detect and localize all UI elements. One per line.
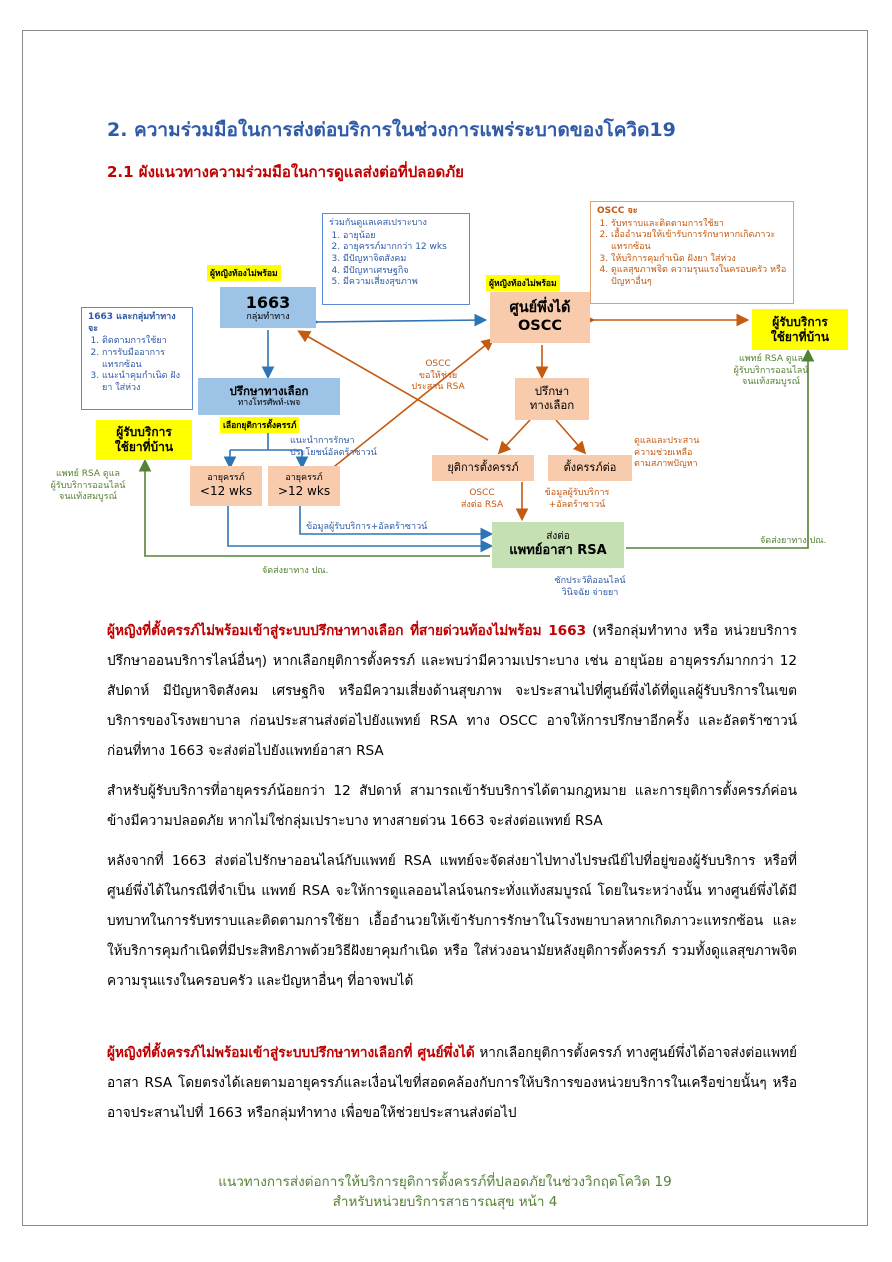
note-vulnerable-title: ร่วมกันดูแลเคสเปราะบาง <box>329 218 427 228</box>
node-client-right-line2: ใช้ยาที่บ้าน <box>770 329 830 344</box>
node-client-right-line1: ผู้รับบริการ <box>772 314 828 329</box>
label-continue-care: ดูแลและประสาน ความช่วยเหลือ ตามสภาพปัญหา <box>634 436 700 470</box>
node-1663-title: 1663 <box>245 292 291 312</box>
node-ga-under-12: อายุครรภ์ <12 wks <box>190 466 262 506</box>
label-rsa-care-left: แพทย์ RSA ดูแล ผู้รับบริการออนไลน์ จนแท้… <box>50 469 126 503</box>
node-consult-subtitle: ทางโทรศัพท์-เพจ <box>237 398 301 409</box>
label-ship-post-left: จัดส่งยาทาง ปณ. <box>262 566 329 576</box>
list-item: ติดตามการใช้ยา <box>102 336 186 348</box>
subsection-heading: 2.1 ผังแนวทางความร่วมมือในการดูแลส่งต่อท… <box>107 163 464 181</box>
label-client-info-oscc: ข้อมูลผู้รับบริการ +อัลตร้าซาวน์ <box>544 488 610 510</box>
list-item: แนะนำคุมกำเนิด ฝังยา ใส่ห่วง <box>102 371 186 394</box>
label-ship-post-right: จัดส่งยาทาง ปณ. <box>760 536 827 546</box>
node-ga-under-12-label: อายุครรภ์ <box>207 473 245 484</box>
paragraph-1663-lead: ผู้หญิงที่ตั้งครรภ์ไม่พร้อมเข้าสู่ระบบปร… <box>107 623 587 639</box>
node-oscc: ศูนย์พึ่งได้ OSCC <box>490 292 590 343</box>
paragraph-oscc-lead: ผู้หญิงที่ตั้งครรภ์ไม่พร้อมเข้าสู่ระบบปร… <box>107 1045 475 1061</box>
page-footer: แนวทางการส่งต่อการให้บริการยุติการตั้งคร… <box>150 1172 740 1212</box>
node-client-left-line1: ผู้รับบริการ <box>116 425 172 439</box>
node-consult2-line2: ทางเลือก <box>529 398 575 412</box>
node-oscc-subtitle: OSCC <box>517 317 563 334</box>
paragraph-1663-pathway: ผู้หญิงที่ตั้งครรภ์ไม่พร้อมเข้าสู่ระบบปร… <box>107 616 797 766</box>
node-rsa-line2: แพทย์อาสา RSA <box>509 543 607 559</box>
tag-choose-termination: เลือกยุติการตั้งครรภ์ <box>220 417 300 433</box>
label-online-history: ซักประวัติออนไลน์ วินิจฉัย จ่ายยา <box>554 576 626 598</box>
footer-page-info: สำหรับหน่วยบริการสาธารณสุข หน้า 4 <box>332 1194 558 1210</box>
list-item: อายุครรภ์มากกว่า 12 wks <box>343 242 463 254</box>
tag-unready-woman-right: ผู้หญิงท้องไม่พร้อม <box>486 275 560 291</box>
label-rsa-care-right: แพทย์ RSA ดูแล ผู้รับบริการออนไลน์ จนแท้… <box>733 354 809 388</box>
node-terminate-pregnancy: ยุติการตั้งครรภ์ <box>432 455 534 481</box>
list-item: รับทราบและติดตามการใช้ยา <box>611 219 787 231</box>
list-item: การรับมืออาการแทรกซ้อน <box>102 348 186 371</box>
node-ga-over-12-label: อายุครรภ์ <box>285 473 323 484</box>
paragraph-after-referral: หลังจากที่ 1663 ส่งต่อไปรักษาออนไลน์กับแ… <box>107 853 797 989</box>
label-oscc-request-rsa: OSCC ขอให้ช่วย ประสาน RSA <box>411 359 465 393</box>
note-oscc-list: รับทราบและติดตามการใช้ยา เอื้ออำนวยให้เข… <box>597 219 787 289</box>
paragraph-1663-body: (หรือกลุ่มทำทาง หรือ หน่วยบริการปรึกษาออ… <box>107 623 797 759</box>
referral-flow-diagram: ผู้หญิงท้องไม่พร้อม ผู้หญิงท้องไม่พร้อม … <box>0 0 892 620</box>
note-1663-title: 1663 และกลุ่มทำทาง จะ <box>88 312 176 334</box>
paragraph-oscc-body: หากเลือกยุติการตั้งครรภ์ ทางศูนย์พึ่งได้… <box>107 1045 798 1121</box>
list-item: ดูแลสุขภาพจิต ความรุนแรงในครอบครัว หรือป… <box>611 265 787 288</box>
node-consult2-line1: ปรึกษา <box>534 384 570 399</box>
node-consult-options: ปรึกษาทางเลือก ทางโทรศัพท์-เพจ <box>198 378 340 415</box>
node-1663: 1663 กลุ่มทำทาง <box>220 287 316 328</box>
note-1663-roles: 1663 และกลุ่มทำทาง จะ ติดตามการใช้ยา การ… <box>81 307 193 410</box>
note-vulnerable-cases: ร่วมกันดูแลเคสเปราะบาง อายุน้อย อายุครรภ… <box>322 213 470 305</box>
paragraph-under-12-weeks: สำหรับผู้รับบริการที่อายุครรภ์น้อยกว่า 1… <box>107 783 797 829</box>
list-item: เอื้ออำนวยให้เข้ารับการรักษาหากเกิดภาวะแ… <box>611 230 787 253</box>
node-ga-over-12: อายุครรภ์ >12 wks <box>268 466 340 506</box>
page-border <box>22 30 868 1226</box>
node-client-left-line2: ใช้ยาที่บ้าน <box>114 440 174 454</box>
note-1663-list: ติดตามการใช้ยา การรับมืออาการแทรกซ้อน แน… <box>88 336 186 394</box>
node-client-home-left: ผู้รับบริการ ใช้ยาที่บ้าน <box>96 420 192 460</box>
node-rsa-line1: ส่งต่อ <box>546 531 570 543</box>
footer-title: แนวทางการส่งต่อการให้บริการยุติการตั้งคร… <box>218 1174 672 1190</box>
node-1663-subtitle: กลุ่มทำทาง <box>246 311 290 322</box>
note-oscc-title: OSCC จะ <box>597 206 638 216</box>
node-oscc-title: ศูนย์พึ่งได้ <box>509 300 571 317</box>
note-oscc-roles: OSCC จะ รับทราบและติดตามการใช้ยา เอื้ออำ… <box>590 201 794 304</box>
list-item: อายุน้อย <box>343 231 463 243</box>
node-continue-pregnancy: ตั้งครรภ์ต่อ <box>548 455 632 481</box>
paragraph-oscc-pathway: ผู้หญิงที่ตั้งครรภ์ไม่พร้อมเข้าสู่ระบบปร… <box>107 1038 797 1128</box>
list-item: ให้บริการคุมกำเนิด ฝังยา ใส่ห่วง <box>611 254 787 266</box>
label-advise-ultrasound: แนะนำการรักษา ประโยชน์อัลตร้าซาวน์ <box>290 436 377 458</box>
diagram-connectors <box>138 313 815 557</box>
label-oscc-send-rsa: OSCC ส่งต่อ RSA <box>460 488 504 510</box>
list-item: มีความเสี่ยงสุขภาพ <box>343 277 463 289</box>
node-consult-options-oscc: ปรึกษา ทางเลือก <box>515 378 589 420</box>
list-item: มีปัญหาเศรษฐกิจ <box>343 266 463 278</box>
node-ga-over-12-value: >12 wks <box>277 484 331 499</box>
tag-unready-woman-left: ผู้หญิงท้องไม่พร้อม <box>207 265 281 281</box>
node-ga-under-12-value: <12 wks <box>199 484 253 499</box>
node-client-home-right: ผู้รับบริการ ใช้ยาที่บ้าน <box>752 309 848 350</box>
section-heading: 2. ความร่วมมือในการส่งต่อบริการในช่วงการ… <box>107 119 676 141</box>
list-item: มีปัญหาจิตสังคม <box>343 254 463 266</box>
label-client-info-1663: ข้อมูลผู้รับบริการ+อัลตร้าซาวน์ <box>306 522 428 532</box>
note-vulnerable-list: อายุน้อย อายุครรภ์มากกว่า 12 wks มีปัญหา… <box>329 231 463 289</box>
node-consult-title: ปรึกษาทางเลือก <box>229 383 309 398</box>
node-rsa-volunteer-doctor: ส่งต่อ แพทย์อาสา RSA <box>492 522 624 568</box>
